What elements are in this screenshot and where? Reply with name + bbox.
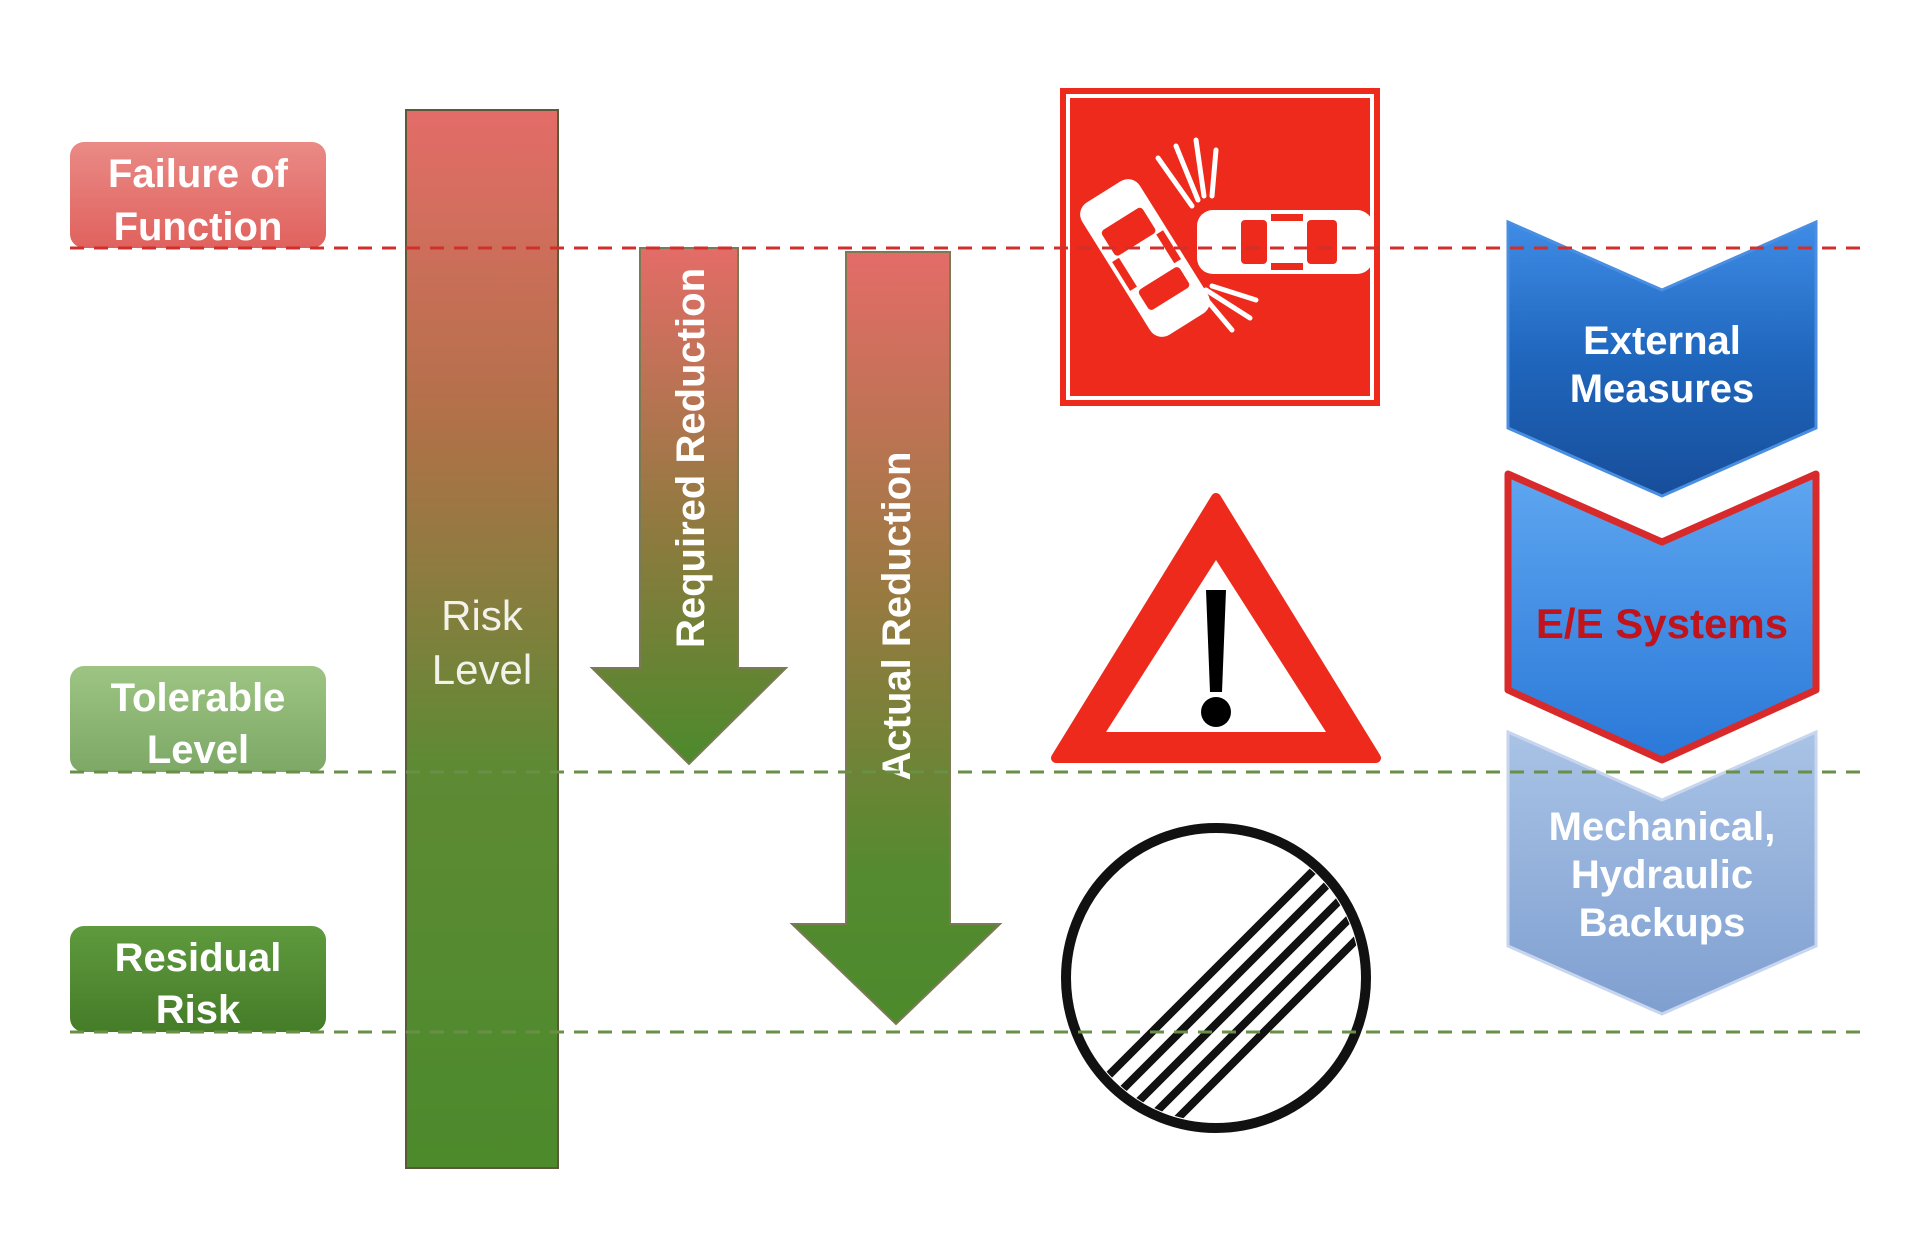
level-label-tolerable-line2: Level [147,728,249,772]
required-reduction-arrow: Required Reduction [589,247,789,766]
level-label-tolerable-line1: Tolerable [111,676,286,720]
required-reduction-label: Required Reduction [669,268,713,648]
mechanical-hydraulic-backups-chevron: Mechanical, Hydraulic Backups [1506,729,1818,1016]
level-box-tolerable-level: Tolerable Level [70,666,326,772]
warning-triangle-icon [1051,493,1381,763]
external-measures-chevron: External Measures [1506,219,1818,498]
level-label-residual-line1: Residual [115,936,282,980]
mechanical-label-line2: Hydraulic [1571,853,1753,897]
level-box-residual-risk: Residual Risk [70,926,326,1032]
risk-level-label-line2: Level [432,646,532,693]
actual-reduction-label: Actual Reduction [875,452,919,781]
risk-level-label-line1: Risk [441,592,524,639]
level-label-failure-line1: Failure of [108,152,289,196]
mechanical-label-line1: Mechanical, [1549,805,1776,849]
external-measures-label-line2: Measures [1570,367,1755,411]
level-label-failure-line2: Function [114,205,283,249]
ee-systems-label: E/E Systems [1536,600,1788,647]
actual-reduction-arrow: Actual Reduction [789,251,1003,1026]
risk-level-bar: Risk Level [405,109,559,1169]
level-label-residual-line2: Risk [156,988,241,1032]
level-box-failure-of-function: Failure of Function [70,142,326,249]
external-measures-label-line1: External [1583,319,1741,363]
ee-systems-chevron: E/E Systems [1504,470,1820,764]
end-of-restrictions-sign-icon [1061,823,1371,1133]
mechanical-label-line3: Backups [1579,901,1746,945]
